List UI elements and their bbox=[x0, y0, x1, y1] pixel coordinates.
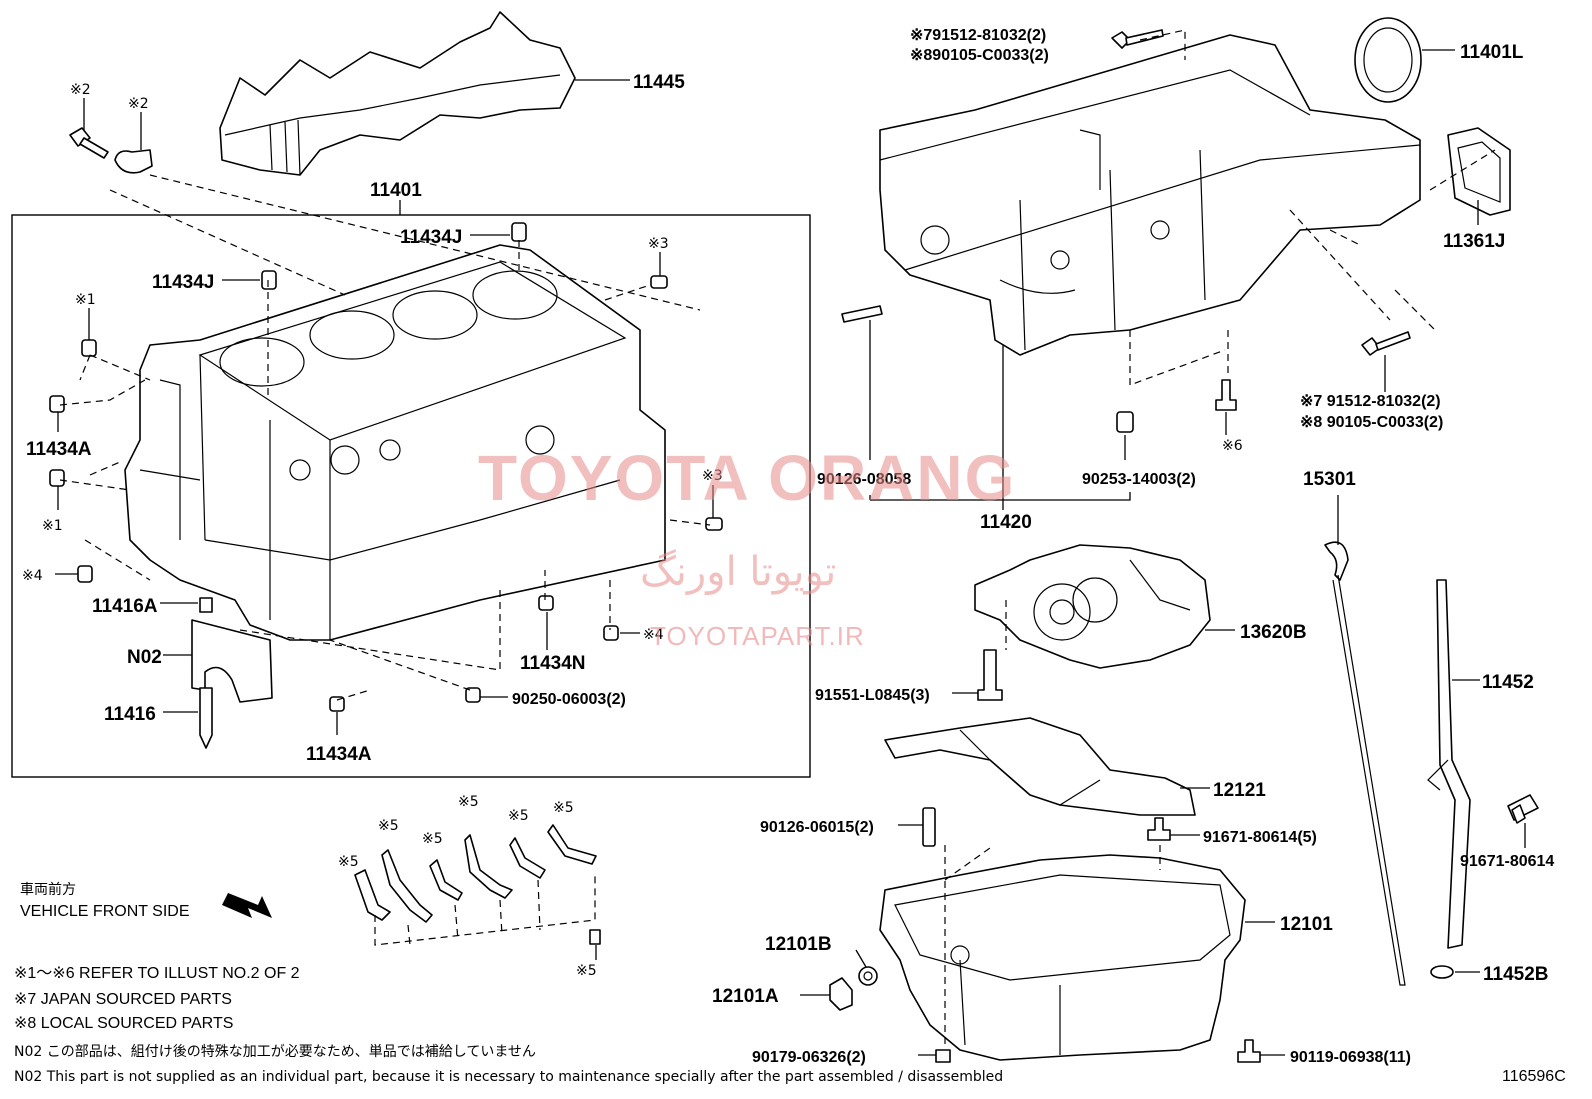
label-11434J-top: 11434J bbox=[400, 227, 462, 248]
note-n02-jp: N02 この部品は、組付け後の特殊な加工が必要なため、単品では補給していません bbox=[14, 1044, 536, 1060]
leader-lines-left bbox=[55, 98, 714, 735]
mark-1-lower: ※1 bbox=[42, 518, 63, 534]
label-11361J: 11361J bbox=[1443, 231, 1505, 252]
label-11420: 11420 bbox=[980, 512, 1032, 533]
leader-lines-dipstick bbox=[1337, 495, 1480, 973]
oil-pan-fasteners bbox=[829, 966, 1261, 1063]
watermark-brand: TOYOTA ORANG bbox=[478, 442, 1016, 514]
studs-and-bolts-lower bbox=[922, 794, 1539, 847]
label-11434A-left: 11434A bbox=[26, 439, 92, 460]
note-n02-en: N02 This part is not supplied as an indi… bbox=[14, 1069, 1003, 1085]
label-right-bolt-japan: ※7 91512-81032(2) bbox=[1300, 393, 1441, 410]
oil-jets-group bbox=[354, 824, 601, 945]
crankcase-bolts bbox=[841, 29, 1411, 433]
assembly-dash-lines-top-right bbox=[1129, 29, 1496, 386]
mark-4-right: ※4 bbox=[643, 627, 664, 643]
label-top-bolt-local: ※890105-C0033(2) bbox=[910, 47, 1049, 64]
mark-3-top: ※3 bbox=[648, 236, 669, 252]
label-15301: 15301 bbox=[1303, 469, 1356, 490]
vehicle-front-label-en: VEHICLE FRONT SIDE bbox=[20, 903, 190, 920]
vehicle-front-arrow-icon bbox=[222, 893, 272, 918]
mark-5-c: ※5 bbox=[422, 831, 443, 847]
pump-bolt-91551 bbox=[977, 649, 1003, 701]
insulator-11445 bbox=[219, 11, 576, 176]
label-top-bolt-japan: ※791512-81032(2) bbox=[910, 27, 1046, 44]
assembly-dash-lines-left bbox=[59, 174, 711, 701]
oil-jet-bracket bbox=[114, 149, 153, 174]
label-12121: 12121 bbox=[1213, 780, 1266, 801]
label-11434N: 11434N bbox=[520, 653, 586, 674]
cylinder-block-11401 bbox=[124, 244, 666, 641]
mark-5-e: ※5 bbox=[508, 808, 529, 824]
label-90126-06015: 90126-06015(2) bbox=[760, 819, 874, 836]
mark-6: ※6 bbox=[1222, 438, 1243, 454]
label-12101A: 12101A bbox=[712, 986, 779, 1007]
watermark-persian: تویوتا اورنگ bbox=[640, 549, 836, 595]
mark-5-d: ※5 bbox=[458, 794, 479, 810]
cover-11361J bbox=[1447, 127, 1511, 216]
dipstick-guide-11452 bbox=[1427, 579, 1471, 949]
label-11401L: 11401L bbox=[1460, 42, 1524, 63]
mark-4-left: ※4 bbox=[22, 568, 43, 584]
baffle-plate-12121 bbox=[884, 717, 1196, 816]
mark-2-bracket: ※2 bbox=[128, 96, 149, 112]
label-91551-L0845: 91551-L0845(3) bbox=[815, 687, 930, 704]
crankcase-11420 bbox=[879, 34, 1421, 356]
note-local-sourced: ※8 LOCAL SOURCED PARTS bbox=[14, 1015, 233, 1032]
dipstick-15301 bbox=[1324, 541, 1406, 986]
oil-pump-13620B bbox=[974, 544, 1211, 669]
label-11445: 11445 bbox=[633, 72, 685, 93]
label-90126-08058: 90126-08058 bbox=[817, 471, 911, 488]
bearing-cap-n02 bbox=[191, 597, 273, 749]
mark-1-top: ※1 bbox=[75, 292, 96, 308]
label-N02: N02 bbox=[127, 647, 162, 668]
label-right-bolt-local: ※8 90105-C0033(2) bbox=[1300, 414, 1443, 431]
label-11452: 11452 bbox=[1482, 672, 1534, 693]
label-91671-80614-5: 91671-80614(5) bbox=[1203, 829, 1317, 846]
label-91671-80614: 91671-80614 bbox=[1460, 853, 1554, 870]
block-group-frame bbox=[11, 214, 811, 778]
label-13620B: 13620B bbox=[1240, 622, 1307, 643]
label-11416A: 11416A bbox=[92, 596, 158, 617]
leader-lines-pan bbox=[800, 845, 1285, 1056]
mark-5-f: ※5 bbox=[553, 800, 574, 816]
oil-pan-12101 bbox=[879, 854, 1246, 1061]
label-90179-06326: 90179-06326(2) bbox=[752, 1049, 866, 1066]
label-11401: 11401 bbox=[370, 180, 422, 201]
leader-lines-pump bbox=[952, 600, 1235, 694]
dowel-pins bbox=[49, 222, 723, 712]
oil-jets-dash-lines bbox=[374, 875, 597, 960]
oil-jet-bolt bbox=[69, 127, 109, 159]
label-90119-06938: 90119-06938(11) bbox=[1290, 1049, 1411, 1066]
diagram-id: 116596C bbox=[1502, 1068, 1566, 1085]
note-refer-illust: ※1～※6 REFER TO ILLUST NO.2 OF 2 bbox=[14, 965, 300, 982]
vehicle-front-label-jp: 車両前方 bbox=[20, 881, 76, 898]
note-japan-sourced: ※7 JAPAN SOURCED PARTS bbox=[14, 991, 232, 1008]
label-11434A-bottom: 11434A bbox=[306, 744, 372, 765]
mark-3-right: ※3 bbox=[702, 468, 723, 484]
label-11452B: 11452B bbox=[1483, 964, 1549, 985]
leader-lines-top-right bbox=[869, 320, 1386, 510]
oil-seal-11401L bbox=[1354, 17, 1422, 103]
mark-5-g: ※5 bbox=[576, 963, 597, 979]
label-11434J-left: 11434J bbox=[152, 272, 214, 293]
leader-lines-lower bbox=[898, 823, 1526, 848]
label-11416: 11416 bbox=[104, 704, 156, 725]
o-ring-11452B bbox=[1430, 965, 1454, 979]
label-12101B: 12101B bbox=[765, 934, 832, 955]
mark-5-b: ※5 bbox=[378, 818, 399, 834]
label-90253-14003: 90253-14003(2) bbox=[1082, 471, 1196, 488]
label-90250-06003: 90250-06003(2) bbox=[512, 691, 626, 708]
mark-2-bolt: ※2 bbox=[70, 82, 91, 98]
watermark-site: TOYOTAPART.IR bbox=[650, 621, 865, 651]
mark-5-a: ※5 bbox=[338, 854, 359, 870]
label-12101: 12101 bbox=[1280, 914, 1333, 935]
